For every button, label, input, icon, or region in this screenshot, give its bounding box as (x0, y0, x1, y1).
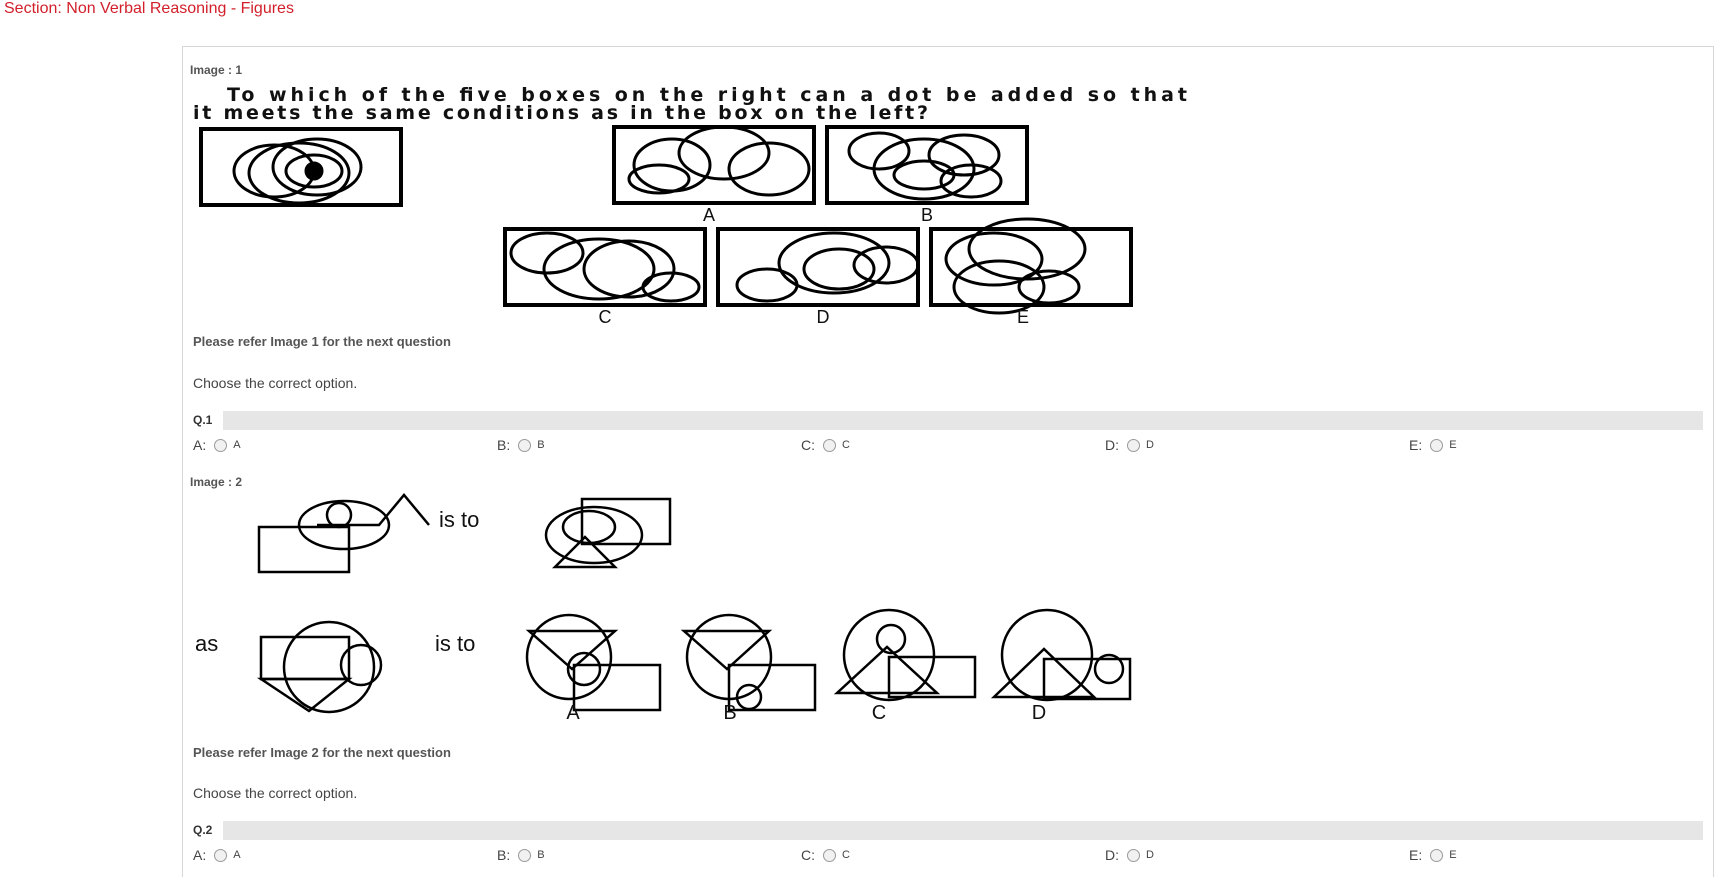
option-value: A (233, 439, 241, 451)
radio-option-e[interactable] (1430, 848, 1444, 862)
refer-image-2: Please refer Image 2 for the next questi… (193, 745, 451, 760)
option-value: C (842, 439, 850, 451)
refer-image-1: Please refer Image 1 for the next questi… (193, 334, 451, 349)
option-value: A (233, 849, 241, 861)
option-c-q1[interactable]: C: C (801, 437, 850, 453)
option-b-q1[interactable]: B: B (497, 437, 545, 453)
option-key: C: (801, 437, 815, 453)
box-label-a: A (703, 205, 715, 225)
option-key: D: (1105, 437, 1119, 453)
question-2-figure: is to as is to A B C D (195, 493, 1132, 724)
question-number-2: Q.2 (193, 823, 213, 837)
question-2-bar (223, 821, 1703, 840)
option-key: E: (1409, 437, 1423, 453)
figure-1-line1: To which of the five boxes on the right … (227, 84, 1187, 106)
option-key: A: (193, 437, 207, 453)
option-key: B: (497, 437, 511, 453)
question-1-bar (223, 411, 1703, 430)
option-c-q2[interactable]: C: C (801, 847, 850, 863)
option-key: A: (193, 847, 207, 863)
option-a-q1[interactable]: A: A (193, 437, 241, 453)
question-number-1: Q.1 (193, 413, 213, 427)
option-d-q1[interactable]: D: D (1105, 437, 1154, 453)
option-value: B (537, 439, 545, 451)
radio-option-d[interactable] (1127, 848, 1140, 862)
option-value: E (1449, 439, 1457, 451)
option-e-q1[interactable]: E: E (1409, 437, 1457, 453)
is-to-1: is to (439, 507, 479, 532)
radio-option-a[interactable] (214, 438, 228, 452)
option-e-q2[interactable]: E: E (1409, 847, 1457, 863)
figure-1-line2: it meets the same conditions as in the b… (193, 102, 928, 124)
questions-panel: Image : 1 To which of the five boxes on … (182, 46, 1714, 877)
section-title: Section: Non Verbal Reasoning - Figures (4, 0, 294, 17)
as-label: as (195, 631, 218, 656)
option-key: E: (1409, 847, 1423, 863)
option-key: D: (1105, 847, 1119, 863)
box-label-c: C (599, 307, 612, 327)
box-label-e: E (1017, 307, 1029, 327)
option-value: B (537, 849, 545, 861)
option-value: E (1449, 849, 1457, 861)
radio-option-e[interactable] (1430, 438, 1444, 452)
instruction-q1: Choose the correct option. (193, 375, 358, 391)
radio-option-b[interactable] (518, 438, 532, 452)
option-a-q2[interactable]: A: A (193, 847, 241, 863)
radio-option-c[interactable] (823, 438, 836, 452)
choice-label-d: D (1032, 702, 1046, 724)
box-label-d: D (817, 307, 830, 327)
box-label-b: B (921, 205, 933, 225)
option-b-q2[interactable]: B: B (497, 847, 545, 863)
image-label-2: Image : 2 (190, 475, 243, 489)
choice-label-c: C (872, 702, 886, 724)
option-key: B: (497, 847, 511, 863)
image-label-1: Image : 1 (190, 63, 243, 77)
options-q2: A: A B: B C: C D: D E: E (193, 847, 1703, 865)
radio-option-a[interactable] (214, 848, 228, 862)
options-q1: A: A B: B C: C D: D E: E (193, 437, 1703, 455)
question-1-figure: To which of the five boxes on the right … (193, 84, 1187, 327)
choice-label-a: A (566, 702, 580, 724)
option-value: D (1146, 849, 1154, 861)
radio-option-d[interactable] (1127, 438, 1140, 452)
radio-option-b[interactable] (518, 848, 532, 862)
instruction-q2: Choose the correct option. (193, 785, 358, 801)
radio-option-c[interactable] (823, 848, 836, 862)
choice-label-b: B (723, 702, 736, 724)
option-value: D (1146, 439, 1154, 451)
option-value: C (842, 849, 850, 861)
option-key: C: (801, 847, 815, 863)
is-to-2: is to (435, 631, 475, 656)
option-d-q2[interactable]: D: D (1105, 847, 1154, 863)
